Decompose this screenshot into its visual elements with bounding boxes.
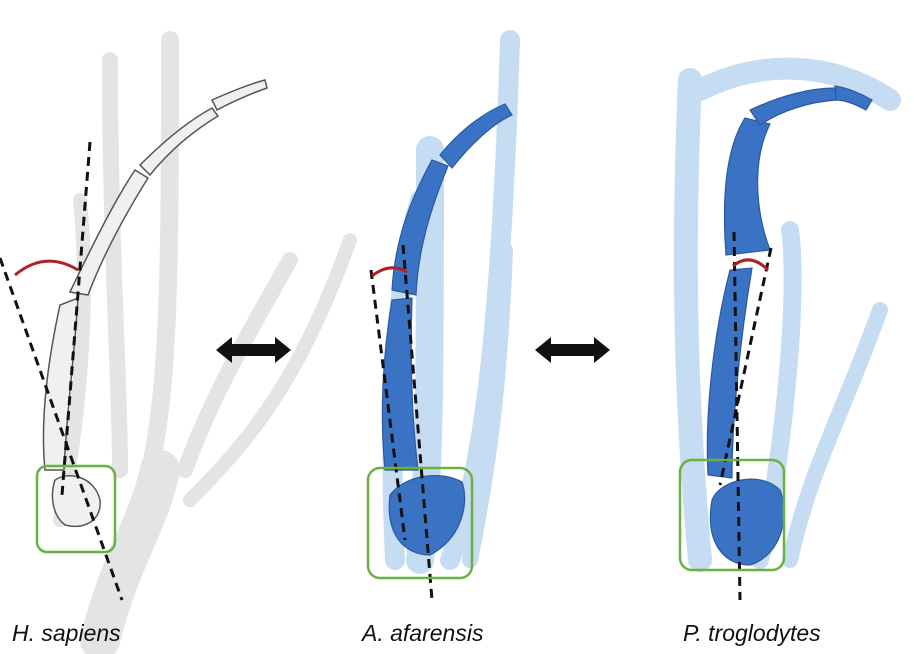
axis-lines xyxy=(0,141,124,601)
thumb-bones xyxy=(42,79,268,527)
double-arrow-icon xyxy=(216,337,291,363)
angle-arc xyxy=(371,266,408,278)
proximal-phalanx-bone xyxy=(391,159,449,296)
tip-bone xyxy=(210,79,268,112)
panel-a-afarensis xyxy=(366,30,520,601)
ghost-hand xyxy=(53,31,357,654)
thumb-bones xyxy=(381,103,513,556)
axis-lines xyxy=(369,244,434,601)
species-label-h-sapiens: H. sapiens xyxy=(12,620,121,646)
distal-phalanx-bone xyxy=(749,87,837,126)
axis-lines xyxy=(718,231,773,601)
distal-phalanx-bone xyxy=(439,103,513,169)
angle-arc xyxy=(732,258,770,272)
proximal-phalanx-bone xyxy=(723,117,771,256)
metacarpal-bone xyxy=(381,297,419,471)
panel-h-sapiens xyxy=(0,31,357,654)
distal-phalanx-bone xyxy=(138,107,220,177)
ghost-hand xyxy=(673,57,901,572)
proximal-phalanx-bone xyxy=(68,168,150,296)
panel-p-troglodytes xyxy=(673,57,901,601)
angle-arc xyxy=(14,259,79,277)
thumb-bones xyxy=(706,85,873,566)
species-label-p-troglodytes: P. troglodytes xyxy=(683,620,821,646)
joint-box xyxy=(35,464,117,554)
joint-box xyxy=(678,458,786,572)
trapezium-bone xyxy=(709,478,785,566)
species-label-a-afarensis: A. afarensis xyxy=(362,620,484,646)
joint-box xyxy=(366,466,474,580)
tip-bone xyxy=(834,85,873,111)
double-arrow-icon xyxy=(535,337,610,363)
